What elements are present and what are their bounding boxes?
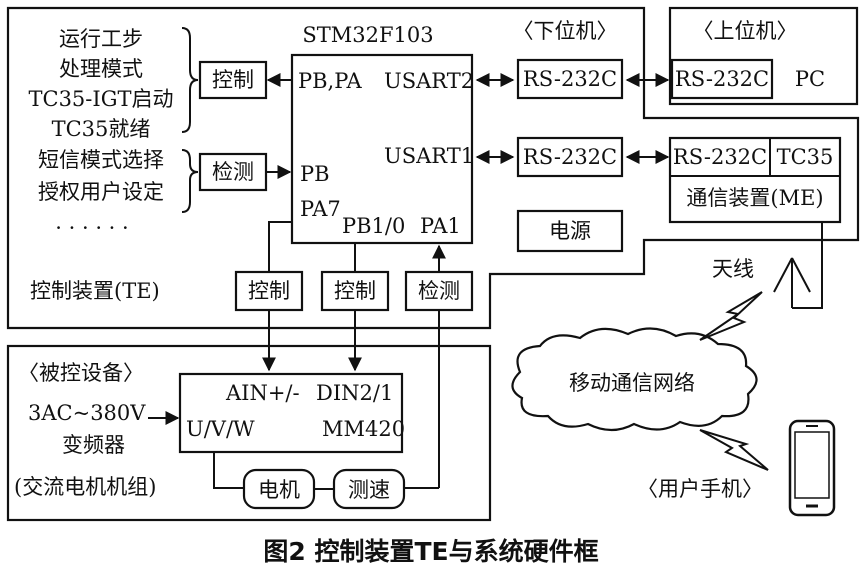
mcu-title: STM32F103 [302,23,433,47]
mcu-pin-pa7: PA7 [300,197,341,221]
me-rs232-label: RS-232C [673,145,767,169]
vfd-label: 变频器 [62,433,125,457]
control-box-1-label: 控制 [212,68,254,92]
te-item-3: TC35-IGT启动 [29,87,174,111]
lower-rs232-b-label: RS-232C [523,145,617,169]
lower-rs232-a [516,58,624,100]
vfd-block [178,372,404,454]
te-label: 控制装置(TE) [30,279,160,303]
figure-caption: 图2 控制装置TE与系统硬件框 [263,537,598,566]
wire-pa7-control [268,221,292,272]
upper-title: 〈上位机〉 [693,19,798,43]
te-item-1: 运行工步 [59,27,143,51]
upper-pc-frame [668,6,859,106]
control-box-3-label: 控制 [334,279,376,303]
phone-icon [788,419,836,517]
me-tc35-label: TC35 [777,145,834,169]
mcu-pin-usart1: USART1 [384,144,474,168]
brace-1 [181,27,199,133]
te-item-5: 短信模式选择 [38,148,164,172]
wireless-network-phone [699,429,769,471]
vfd-uvw: U/V/W [186,417,255,441]
device-title: 〈被控设备〉 [18,361,144,385]
detect-box-2-label: 检测 [418,279,460,303]
power-label: 电源 [549,219,591,243]
wire-uvw-motor [213,452,244,489]
te-item-2: 处理模式 [59,57,143,81]
lower-rs232-a-label: RS-232C [523,67,617,91]
upper-rs232 [670,58,774,100]
mcu-pin-pbpa: PB,PA [298,69,362,93]
network-label: 移动通信网络 [569,371,695,395]
network-cloud [511,327,758,432]
mcu-pin-pb10: PB1/0 [342,214,405,238]
controlled-device-frame [6,344,492,522]
me-device [668,136,842,224]
motor-group-label: (交流电机机组) [14,475,156,499]
vfd-din: DIN2/1 [316,381,393,405]
phone-label: 〈用户手机〉 [637,477,763,501]
mcu-pin-pb: PB [300,162,330,186]
me-name-label: 通信装置(ME) [686,186,823,210]
lower-title: 〈下位机〉 [513,19,618,43]
power-box [516,209,624,253]
te-item-dots: · · · · · · [55,216,128,240]
brace-2 [181,149,199,213]
antenna-icon [773,257,811,308]
lower-rs232-b [516,136,624,178]
mcu-pin-usart2: USART2 [384,69,474,93]
antenna-label: 天线 [712,257,754,281]
upper-rs232-label: RS-232C [675,67,769,91]
control-box-1 [198,60,268,100]
te-item-6: 授权用户设定 [38,180,164,204]
detect-box-1-label: 检测 [212,160,254,184]
vfd-ain: AIN+/- [225,381,300,405]
speed-label: 测速 [348,478,390,502]
mcu-block [290,53,474,245]
vfd-mm420: MM420 [322,417,405,441]
pc-label: PC [795,67,825,91]
antenna-cable [792,222,823,309]
power-input-label: 3AC~380V [28,401,146,425]
mcu-pin-pa1: PA1 [420,214,461,238]
te-item-4: TC35就绪 [52,117,151,141]
motor-label: 电机 [258,478,300,502]
wireless-antenna-network [699,291,763,341]
control-box-2-label: 控制 [248,279,290,303]
